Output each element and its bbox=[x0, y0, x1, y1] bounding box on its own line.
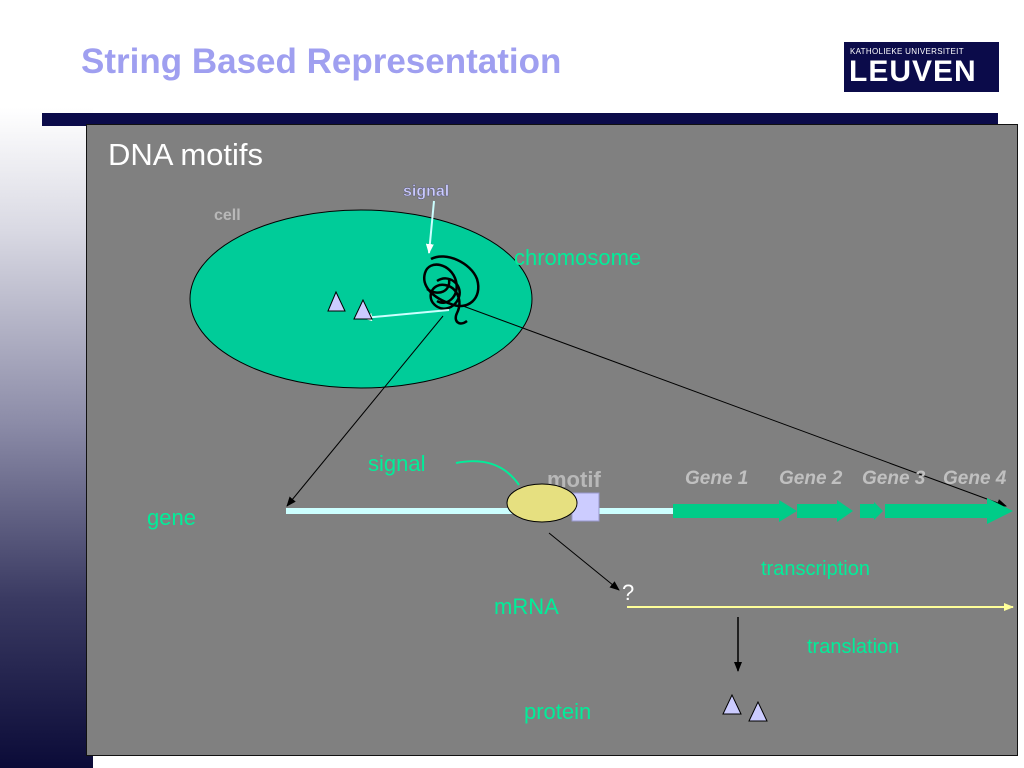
protein-triangle-icon-1 bbox=[327, 290, 346, 312]
chromosome-label: chromosome bbox=[514, 245, 641, 270]
diagram-heading: DNA motifs bbox=[108, 137, 263, 172]
mrna-label: mRNA bbox=[494, 594, 559, 619]
cell-ellipse bbox=[189, 209, 533, 389]
signal-label: signal bbox=[368, 451, 425, 476]
signal-top-label: signal bbox=[403, 183, 449, 200]
slide-title: String Based Representation bbox=[81, 42, 562, 81]
left-gradient-band bbox=[0, 0, 93, 768]
chromosome-to-protein-arrow bbox=[362, 309, 450, 322]
gene-arrows bbox=[673, 498, 1013, 524]
gene-4-label: Gene 4 bbox=[943, 468, 1007, 489]
gene-1-label: Gene 1 bbox=[685, 468, 748, 489]
gene-2-label: Gene 2 bbox=[779, 468, 843, 489]
protein-triangle-icon-2 bbox=[353, 298, 373, 320]
zoom-arrow-right bbox=[462, 305, 1007, 507]
gene-label: gene bbox=[147, 505, 196, 530]
logo-small-text: KATHOLIEKE UNIVERSITEIT bbox=[850, 47, 964, 56]
question-mark: ? bbox=[622, 580, 634, 605]
protein-triangle-icon-3 bbox=[722, 693, 742, 715]
zoom-arrow-left bbox=[286, 315, 444, 507]
dna-motif-diagram: DNA motifs cell signal chromosome gene m… bbox=[108, 137, 1014, 724]
logo-big-text: LEUVEN bbox=[849, 55, 977, 88]
university-logo: KATHOLIEKE UNIVERSITEIT LEUVEN bbox=[844, 42, 999, 92]
gene-3-label: Gene 3 bbox=[862, 468, 926, 489]
title-underline-bar bbox=[42, 113, 998, 126]
signal-ellipse bbox=[506, 483, 578, 523]
protein-triangle-icon-4 bbox=[748, 700, 768, 722]
cell-label: cell bbox=[214, 207, 241, 224]
chromosome-squiggle-icon bbox=[422, 255, 480, 325]
protein-label: protein bbox=[524, 699, 591, 724]
signal-connector bbox=[455, 460, 520, 486]
signal-top-arrow bbox=[425, 200, 435, 254]
transcription-label: transcription bbox=[761, 558, 870, 580]
diagram-panel: DNA motifs cell signal chromosome gene m… bbox=[86, 124, 1018, 756]
translation-label: translation bbox=[807, 636, 899, 658]
motif-to-question-arrow bbox=[548, 532, 620, 591]
